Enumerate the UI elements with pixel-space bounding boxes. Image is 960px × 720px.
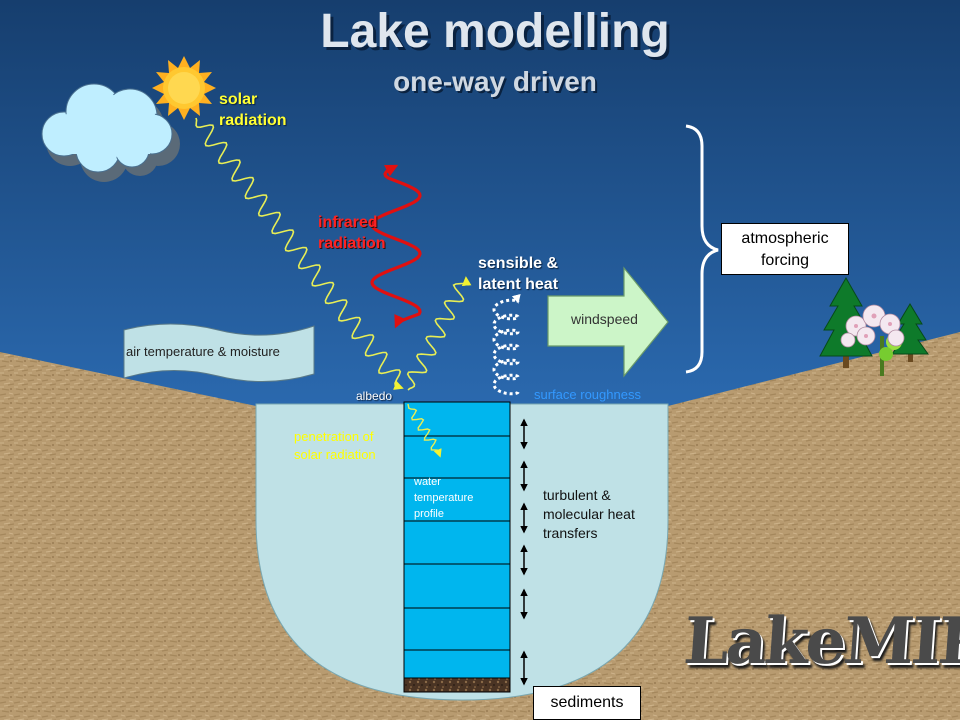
- penetration-ray: [407, 403, 442, 458]
- sun-icon: [152, 56, 216, 120]
- sediment-layer: [403, 677, 511, 693]
- sediments-box: sediments: [533, 686, 641, 720]
- solar-radiation-ray: [195, 117, 404, 390]
- page-title: Lake modelling: [320, 5, 670, 58]
- infrared-radiation-arrow: [370, 164, 422, 329]
- surface-roughness-label: surface roughness: [534, 387, 641, 402]
- albedo-reflection-ray: [406, 276, 472, 391]
- air-temperature-label: air temperature & moisture: [126, 344, 280, 359]
- cloud-icon: [41, 83, 180, 182]
- windspeed-label: windspeed: [571, 311, 638, 327]
- sensible-latent-heat-label: sensible &latent heat: [478, 255, 559, 293]
- albedo-label: albedo: [356, 389, 393, 403]
- water-column: [403, 401, 511, 693]
- wind-arrow-icon: [547, 266, 669, 378]
- page-subtitle: one-way driven: [393, 66, 597, 97]
- brace-icon: [685, 124, 719, 374]
- flower-icon: [840, 304, 905, 376]
- lakemip-logo: LakeMIP: [681, 604, 960, 679]
- air-temperature-banner: [123, 323, 315, 382]
